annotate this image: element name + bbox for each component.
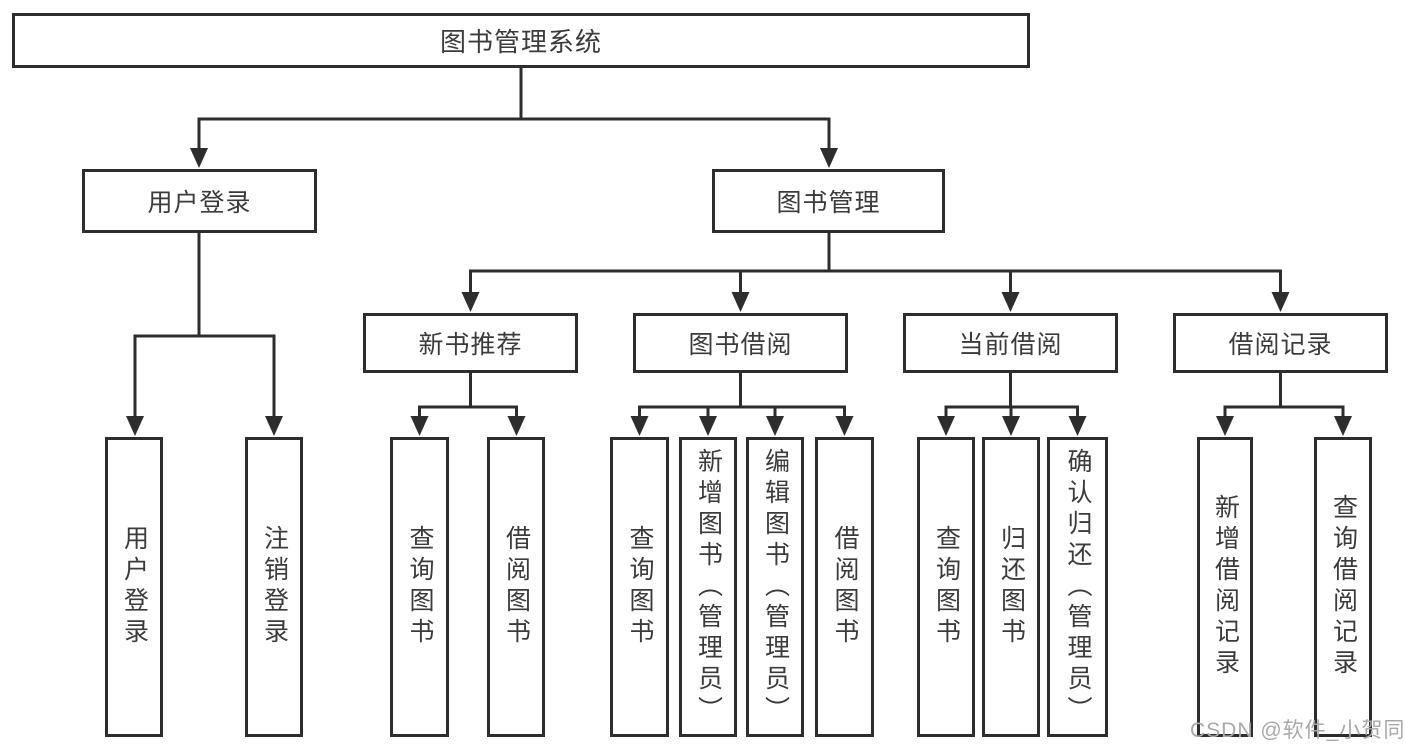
leaf-logout: 注销登录 <box>245 437 303 737</box>
node-user-login-label: 用户登录 <box>147 189 252 217</box>
node-new-book-recommend: 新书推荐 <box>363 313 578 373</box>
node-book-management: 图书管理 <box>712 169 945 233</box>
node-current-borrow: 当前借阅 <box>903 313 1118 373</box>
node-book-management-label: 图书管理 <box>776 189 881 217</box>
node-root-label: 图书管理系统 <box>439 27 602 57</box>
leaf-add-book-admin: 新增图书（管理员） <box>679 437 737 737</box>
leaf-borrow-books: 借阅图书 <box>815 437 874 737</box>
node-book-borrow-label: 图书借阅 <box>688 331 793 359</box>
node-book-borrow: 图书借阅 <box>633 313 848 373</box>
leaf-borrow-books-recommend: 借阅图书 <box>487 437 545 737</box>
node-new-book-recommend-label: 新书推荐 <box>418 331 523 359</box>
leaf-query-books-borrow: 查询图书 <box>610 437 669 737</box>
node-root: 图书管理系统 <box>12 13 1030 68</box>
leaf-user-login: 用户登录 <box>105 437 163 737</box>
leaf-add-borrow-record: 新增借阅记录 <box>1197 437 1253 737</box>
node-borrow-records: 借阅记录 <box>1173 313 1388 373</box>
node-borrow-records-label: 借阅记录 <box>1228 331 1333 359</box>
leaf-query-borrow-record: 查询借阅记录 <box>1314 437 1372 737</box>
leaf-return-book: 归还图书 <box>982 437 1040 737</box>
node-current-borrow-label: 当前借阅 <box>958 331 1063 359</box>
leaf-query-books-recommend: 查询图书 <box>390 437 449 737</box>
leaf-edit-book-admin: 编辑图书（管理员） <box>746 437 804 737</box>
leaf-query-books-current: 查询图书 <box>917 437 975 737</box>
node-user-login: 用户登录 <box>82 169 317 233</box>
csdn-watermark: CSDN @软件_小贺同学 <box>1190 719 1405 742</box>
leaf-confirm-return-admin: 确认归还（管理员） <box>1047 437 1108 737</box>
